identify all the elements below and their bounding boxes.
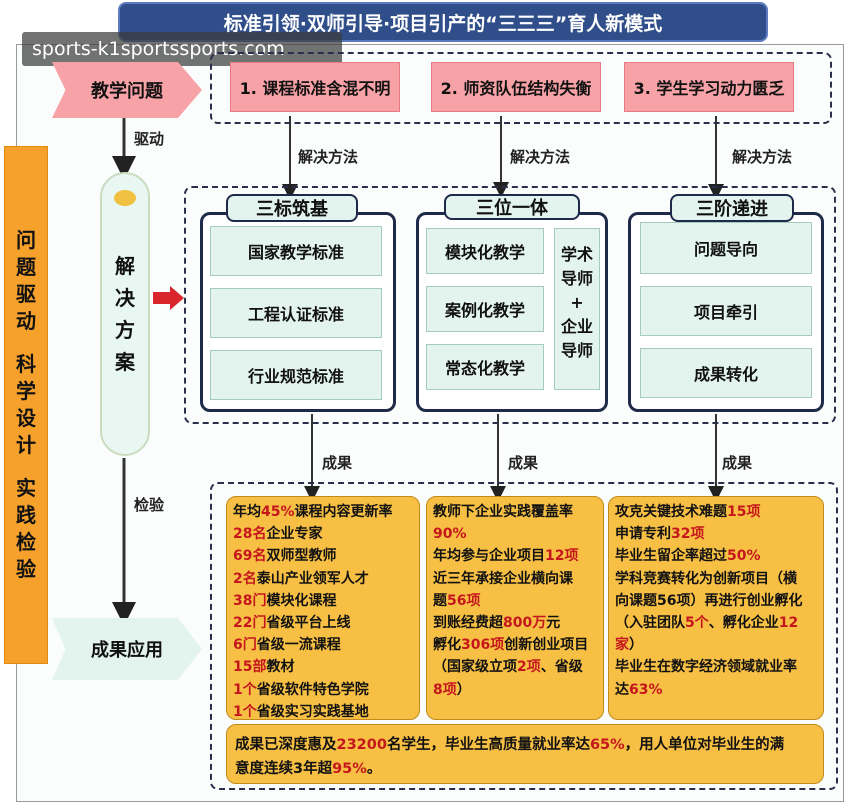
- mentor-line: +: [570, 293, 584, 312]
- result-line: 达63%: [615, 681, 663, 698]
- teaching-item-3: 常态化教学: [426, 344, 544, 390]
- side-label-char: 实: [16, 476, 36, 500]
- method-label-3: 解决方法: [732, 148, 793, 166]
- summary-line: 意度连续3年超95%。: [235, 761, 382, 777]
- result-label-2: 成果: [508, 454, 539, 472]
- result-line: 2名泰山产业领军人才: [233, 570, 369, 587]
- solution-pill: [100, 172, 150, 456]
- result-line: （入驻团队5个、孵化企业12: [615, 615, 799, 632]
- result-line: 90%: [433, 526, 467, 543]
- result-line: 8项）: [433, 681, 471, 698]
- stage-item-1: 问题导向: [640, 222, 812, 274]
- side-label-char: 学: [16, 379, 36, 403]
- solution-char: 案: [115, 350, 135, 374]
- result-line: 年均45%课程内容更新率: [233, 504, 393, 520]
- problem-1: 1. 课程标准含混不明: [230, 62, 400, 112]
- side-label-char: 计: [16, 433, 36, 457]
- stage-item-2: 项目牵引: [640, 286, 812, 336]
- result-line: 年均参与企业项目12项: [433, 548, 579, 565]
- mentor-line: 企业: [560, 317, 593, 336]
- result-line: 1个省级软件特色学院: [233, 681, 369, 698]
- stage-item-3: 成果转化: [640, 348, 812, 398]
- mentor-line: 导师: [560, 269, 593, 288]
- check-label: 检验: [134, 496, 165, 514]
- result-card-1: 年均45%课程内容更新率 28名企业专家 69名双师型教师 2名泰山产业领军人才 38门…: [226, 496, 420, 720]
- result-line: 22门省级平台上线: [233, 615, 351, 632]
- teaching-item-2: 案例化教学: [426, 286, 544, 332]
- result-line: 题56项: [433, 592, 481, 609]
- mentor-line: 导师: [560, 341, 593, 360]
- result-line: 38门模块化课程: [233, 592, 337, 609]
- result-label-3: 成果: [722, 454, 753, 472]
- result-line: 69名双师型教师: [233, 548, 337, 565]
- result-line: 申请专利32项: [615, 526, 705, 543]
- result-line: 6门省级一流课程: [233, 637, 341, 654]
- side-label-char: 践: [16, 503, 36, 527]
- result-line: 毕业生留企率超过50%: [615, 548, 761, 565]
- summary-line: 成果已深度惠及23200名学生，毕业生高质量就业率达65%，用人单位对毕业生的满: [235, 737, 785, 753]
- problem-2: 2. 师资队伍结构失衡: [431, 62, 601, 112]
- side-label-char: 动: [16, 309, 36, 333]
- result-line: 28名企业专家: [233, 526, 323, 543]
- side-label: 问题驱动科学设计实践检验: [4, 146, 48, 664]
- result-line: 1个省级实习实践基地: [233, 703, 369, 720]
- result-line: 教师下企业实践覆盖率: [433, 504, 573, 520]
- solution-char: 决: [115, 286, 135, 310]
- side-label-char: 科: [16, 352, 36, 376]
- result-line: 攻克关键技术难题15项: [615, 504, 761, 520]
- teaching-problem-label: 教学问题: [52, 62, 202, 118]
- standard-item-3: 行业规范标准: [210, 350, 382, 400]
- solution-label: 解决方案: [100, 250, 150, 378]
- teaching-item-1: 模块化教学: [426, 228, 544, 274]
- solution-char: 解: [115, 254, 135, 278]
- side-label-char: 设: [16, 406, 36, 430]
- standard-item-2: 工程认证标准: [210, 288, 382, 338]
- standard-item-1: 国家教学标准: [210, 226, 382, 276]
- result-line: 孵化306项创新创业项目: [433, 637, 589, 654]
- side-label-char: 题: [16, 255, 36, 279]
- result-line: （国家级立项2项、省级: [433, 659, 583, 676]
- result-line: 近三年承接企业横向课: [433, 570, 573, 587]
- summary-card: 成果已深度惠及23200名学生，毕业生高质量就业率达65%，用人单位对毕业生的满…: [226, 724, 824, 784]
- result-line: 家）: [615, 637, 643, 654]
- column-title-integration: 三位一体: [444, 194, 580, 220]
- pill-dot-icon: [114, 190, 136, 206]
- side-label-char: 问: [16, 228, 36, 252]
- result-line: 到账经费超800万元: [433, 615, 561, 632]
- result-line: 学科竞赛转化为创新项目（横: [615, 570, 797, 587]
- result-line: 毕业生在数字经济领域就业率: [615, 659, 797, 676]
- results-group: [210, 482, 838, 790]
- column-title-progression: 三阶递进: [670, 194, 794, 222]
- drive-label: 驱动: [134, 130, 165, 148]
- result-application-label: 成果应用: [52, 618, 202, 680]
- problem-3: 3. 学生学习动力匮乏: [624, 62, 794, 112]
- watermark: sports-k1sportssports.com: [22, 32, 342, 66]
- result-card-2: 教师下企业实践覆盖率 90% 年均参与企业项目12项近三年承接企业横向课题56项到账…: [426, 496, 604, 720]
- solution-arrow-icon: [153, 286, 184, 310]
- result-card-3: 攻克关键技术难题15项申请专利32项毕业生留企率超过50% 学科竞赛转化为创新项目…: [608, 496, 824, 720]
- result-line: 向课题56项）再进行创业孵化: [615, 592, 803, 609]
- solution-group: [184, 186, 836, 424]
- column-title-standards: 三标筑基: [226, 194, 358, 222]
- result-label-1: 成果: [322, 454, 353, 472]
- side-label-char: 验: [16, 557, 36, 581]
- solution-char: 方: [115, 318, 135, 342]
- side-label-char: 驱: [16, 282, 36, 306]
- method-label-2: 解决方法: [510, 148, 571, 166]
- method-label-1: 解决方法: [298, 148, 359, 166]
- mentor-line: 学术: [560, 245, 593, 264]
- side-label-char: 检: [16, 530, 36, 554]
- mentor-box: 学术导师+企业导师: [554, 228, 600, 390]
- problems-group: [210, 52, 832, 124]
- result-line: 15部教材: [233, 659, 295, 676]
